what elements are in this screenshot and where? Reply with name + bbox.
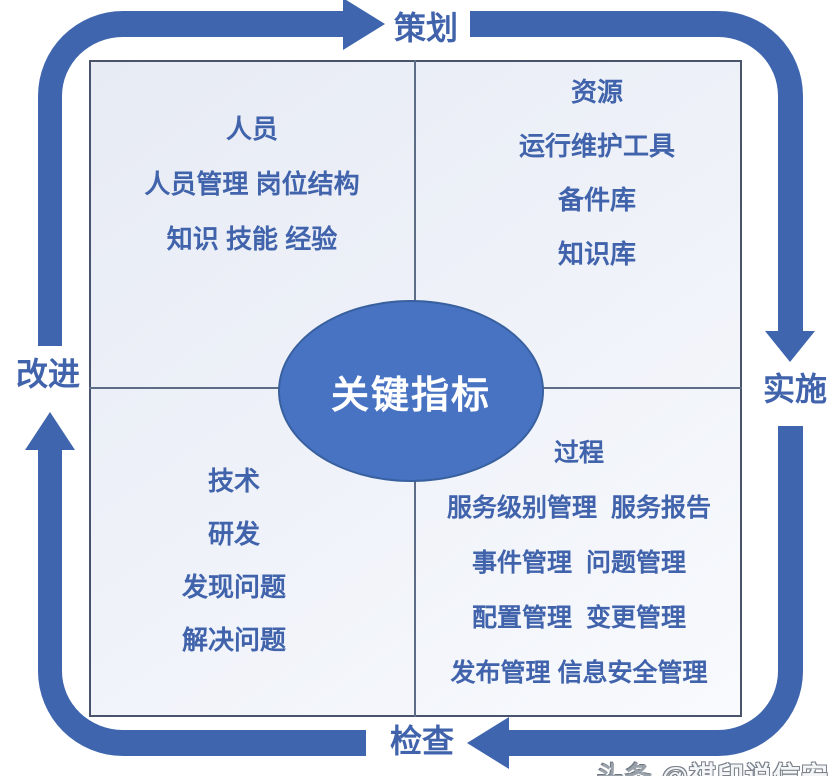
quadrant-row: 知识库 — [557, 239, 636, 269]
quadrant-row: 备件库 — [557, 185, 636, 215]
quadrant-personnel: 人员 人员管理 岗位结构 知识 技能 经验 — [89, 112, 415, 256]
quadrant-row: 配置管理 变更管理 — [472, 604, 686, 632]
quadrant-row: 运行维护工具 — [518, 131, 675, 161]
key-indicators-label: 关键指标 — [330, 374, 491, 417]
arrowhead-right-icon — [343, 0, 385, 50]
cycle-arrow-segment-left-to-top — [38, 11, 345, 346]
quadrant-row: 发现问题 — [181, 572, 286, 602]
quadrant-row: 发布管理 信息安全管理 — [450, 659, 708, 687]
quadrant-row: 人员 — [225, 114, 278, 144]
quadrant-row: 服务级别管理 服务报告 — [447, 494, 711, 522]
quadrant-row: 解决问题 — [181, 625, 286, 655]
watermark-handle: @祺印说信安 — [662, 762, 829, 776]
quadrant-resources: 资源 运行维护工具 备件库 知识库 — [416, 75, 742, 271]
key-indicators-ellipse: 关键指标 — [278, 300, 544, 482]
quadrant-row: 人员管理 岗位结构 — [144, 169, 360, 199]
quadrant-row: 事件管理 问题管理 — [472, 549, 686, 577]
quadrant-row: 研发 — [207, 519, 260, 549]
arrowhead-down-icon — [765, 331, 815, 362]
quadrant-process: 过程 服务级别管理 服务报告 事件管理 问题管理 配置管理 变更管理 发布管理 … — [416, 436, 742, 690]
cycle-label-check: 检查 — [389, 723, 454, 759]
quadrant-row: 技术 — [207, 466, 260, 496]
cycle-label-plan: 策划 — [393, 10, 458, 46]
quadrant-row: 过程 — [553, 439, 604, 467]
watermark-brand: 头条 — [597, 762, 662, 776]
arrowhead-up-icon — [25, 412, 75, 450]
watermark: 头条 @祺印说信安 — [563, 724, 829, 776]
cycle-label-implement: 实施 — [762, 371, 827, 407]
cycle-label-improve: 改进 — [15, 356, 80, 392]
quadrant-row: 知识 技能 经验 — [166, 224, 338, 254]
arrowhead-left-icon — [467, 717, 509, 769]
quadrant-technology: 技术 研发 发现问题 解决问题 — [89, 464, 415, 657]
quadrant-row: 资源 — [570, 77, 623, 107]
